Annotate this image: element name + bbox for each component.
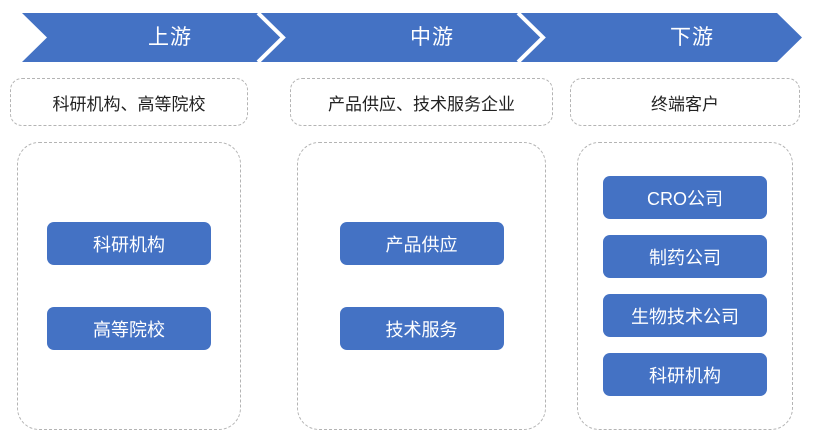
item-upstream-0[interactable]: 科研机构 xyxy=(47,222,211,265)
chevron-separator-2-icon xyxy=(516,13,546,62)
panel-items-midstream: 产品供应 技术服务 xyxy=(298,201,545,371)
role-box-downstream: 终端客户 xyxy=(570,78,800,126)
role-label-midstream: 产品供应、技术服务企业 xyxy=(328,94,515,114)
item-downstream-2[interactable]: 生物技术公司 xyxy=(603,294,767,337)
item-midstream-0[interactable]: 产品供应 xyxy=(339,222,504,265)
item-downstream-0[interactable]: CRO公司 xyxy=(603,176,767,219)
role-box-midstream: 产品供应、技术服务企业 xyxy=(290,78,553,126)
chevron-separator-1-icon xyxy=(256,13,286,62)
banner-chevron-shape xyxy=(22,13,802,62)
value-chain-banner: 上游 中游 下游 xyxy=(22,13,802,62)
role-label-upstream: 科研机构、高等院校 xyxy=(52,94,206,114)
item-downstream-1[interactable]: 制药公司 xyxy=(603,235,767,278)
role-label-downstream: 终端客户 xyxy=(651,94,719,114)
panel-downstream: CRO公司 制药公司 生物技术公司 科研机构 xyxy=(577,142,793,430)
item-upstream-1[interactable]: 高等院校 xyxy=(47,307,211,350)
item-downstream-3[interactable]: 科研机构 xyxy=(603,353,767,396)
item-midstream-1[interactable]: 技术服务 xyxy=(339,307,504,350)
banner-body-icon xyxy=(22,13,802,62)
panel-upstream: 科研机构 高等院校 xyxy=(17,142,241,430)
panel-items-upstream: 科研机构 高等院校 xyxy=(18,201,240,371)
panel-items-downstream: CRO公司 制药公司 生物技术公司 科研机构 xyxy=(578,163,792,409)
role-box-upstream: 科研机构、高等院校 xyxy=(10,78,248,126)
panel-midstream: 产品供应 技术服务 xyxy=(297,142,546,430)
